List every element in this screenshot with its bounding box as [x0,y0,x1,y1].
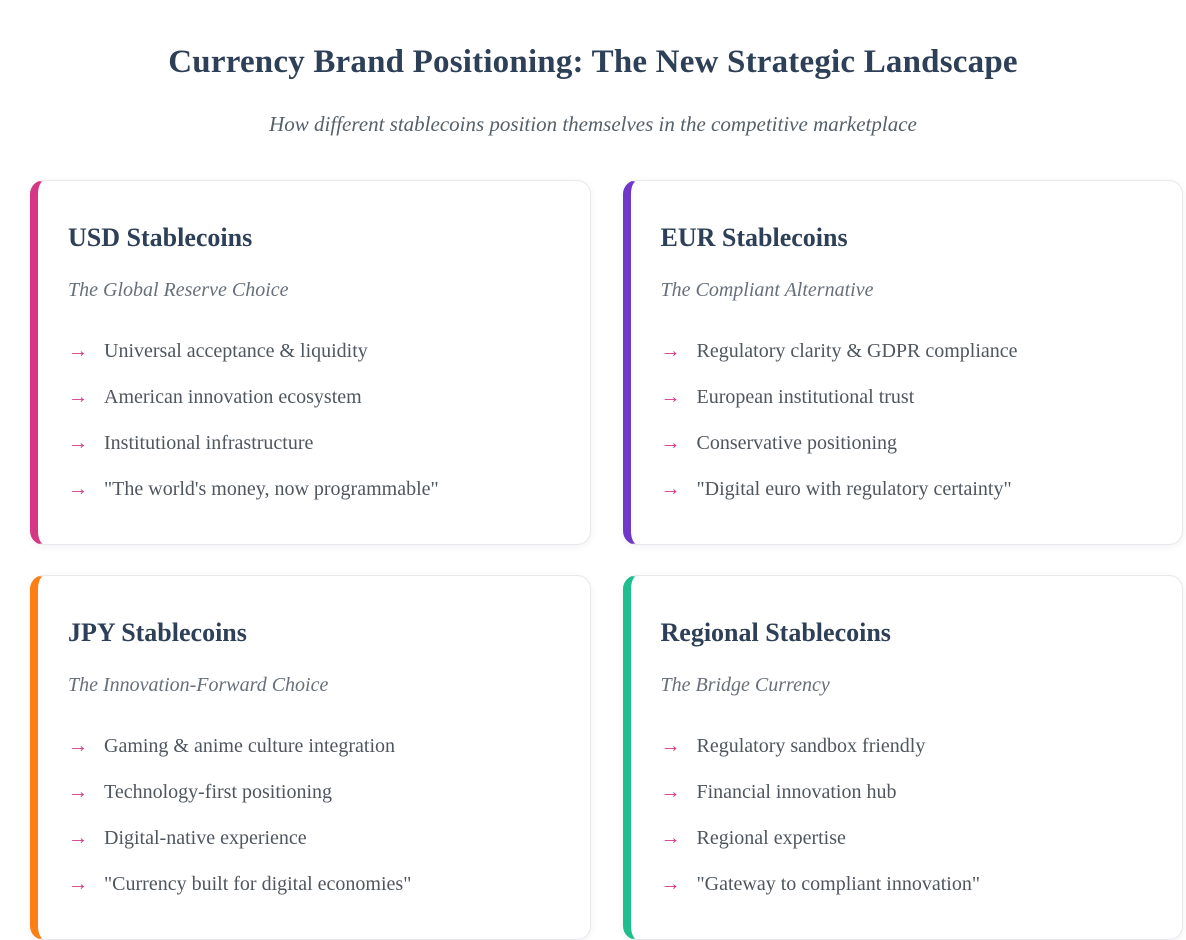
list-item-text: "The world's money, now programmable" [104,478,439,500]
arrow-icon: → [660,735,681,757]
list-item: → "Currency built for digital economies" [68,870,560,898]
list-item-text: Gaming & anime culture integration [104,735,396,757]
list-item-text: American innovation ecosystem [104,386,362,408]
arrow-icon: → [68,827,88,849]
card-jpy-stablecoins: JPY Stablecoins The Innovation-Forward C… [30,575,591,940]
arrow-icon: → [68,386,88,408]
arrow-icon: → [660,873,681,895]
list-item: → Financial innovation hub [661,778,1153,806]
list-item-text: Regional expertise [696,827,846,849]
list-item-text: Regulatory sandbox friendly [696,735,926,757]
arrow-icon: → [660,432,681,454]
list-item: → "Gateway to compliant innovation" [661,870,1153,898]
card-title: USD Stablecoins [68,223,253,252]
arrow-icon: → [660,827,681,849]
list-item: → Institutional infrastructure [68,429,560,457]
card-points: → Universal acceptance & liquidity → Ame… [68,337,560,503]
list-item-text: Conservative positioning [696,432,898,454]
card-tagline: The Global Reserve Choice [68,279,289,301]
card-title: EUR Stablecoins [660,223,848,252]
arrow-icon: → [660,781,681,803]
page-header: Currency Brand Positioning: The New Stra… [0,0,1186,138]
arrow-icon: → [68,478,88,500]
arrow-icon: → [660,386,681,408]
list-item: → "Digital euro with regulatory certaint… [661,475,1153,503]
card-title: Regional Stablecoins [660,618,891,647]
list-item-text: "Digital euro with regulatory certainty" [696,478,1012,500]
arrow-icon: → [68,781,88,803]
list-item-text: "Gateway to compliant innovation" [696,873,981,895]
list-item: → European institutional trust [661,383,1153,411]
list-item: → Universal acceptance & liquidity [68,337,560,365]
list-item: → Conservative positioning [661,429,1153,457]
list-item: → Regional expertise [661,824,1153,852]
card-points: → Gaming & anime culture integration → T… [68,732,560,898]
page-title: Currency Brand Positioning: The New Stra… [168,44,1018,80]
list-item: → Technology-first positioning [68,778,560,806]
card-tagline: The Compliant Alternative [660,279,874,301]
list-item: → Gaming & anime culture integration [68,732,560,760]
arrow-icon: → [68,735,88,757]
arrow-icon: → [660,340,681,362]
list-item: → Regulatory sandbox friendly [661,732,1153,760]
list-item-text: Financial innovation hub [696,781,897,803]
list-item-text: Institutional infrastructure [104,432,314,454]
list-item: → "The world's money, now programmable" [68,475,560,503]
page-subtitle: How different stablecoins position thems… [269,112,917,136]
arrow-icon: → [68,432,88,454]
card-eur-stablecoins: EUR Stablecoins The Compliant Alternativ… [622,180,1183,545]
list-item-text: Digital-native experience [104,827,307,849]
card-points: → Regulatory clarity & GDPR compliance →… [661,337,1153,503]
arrow-icon: → [660,478,681,500]
list-item-text: Universal acceptance & liquidity [104,340,368,362]
list-item-text: Technology-first positioning [104,781,333,803]
list-item: → American innovation ecosystem [68,383,560,411]
card-usd-stablecoins: USD Stablecoins The Global Reserve Choic… [30,180,591,545]
cards-grid: USD Stablecoins The Global Reserve Choic… [30,180,1183,940]
card-regional-stablecoins: Regional Stablecoins The Bridge Currency… [622,575,1183,940]
arrow-icon: → [68,340,88,362]
card-tagline: The Bridge Currency [660,674,830,696]
card-tagline: The Innovation-Forward Choice [68,674,329,696]
arrow-icon: → [68,873,88,895]
list-item-text: European institutional trust [696,386,915,408]
list-item-text: "Currency built for digital economies" [104,873,412,895]
card-title: JPY Stablecoins [68,618,247,647]
list-item: → Regulatory clarity & GDPR compliance [661,337,1153,365]
list-item-text: Regulatory clarity & GDPR compliance [696,340,1018,362]
card-points: → Regulatory sandbox friendly → Financia… [661,732,1153,898]
list-item: → Digital-native experience [68,824,560,852]
